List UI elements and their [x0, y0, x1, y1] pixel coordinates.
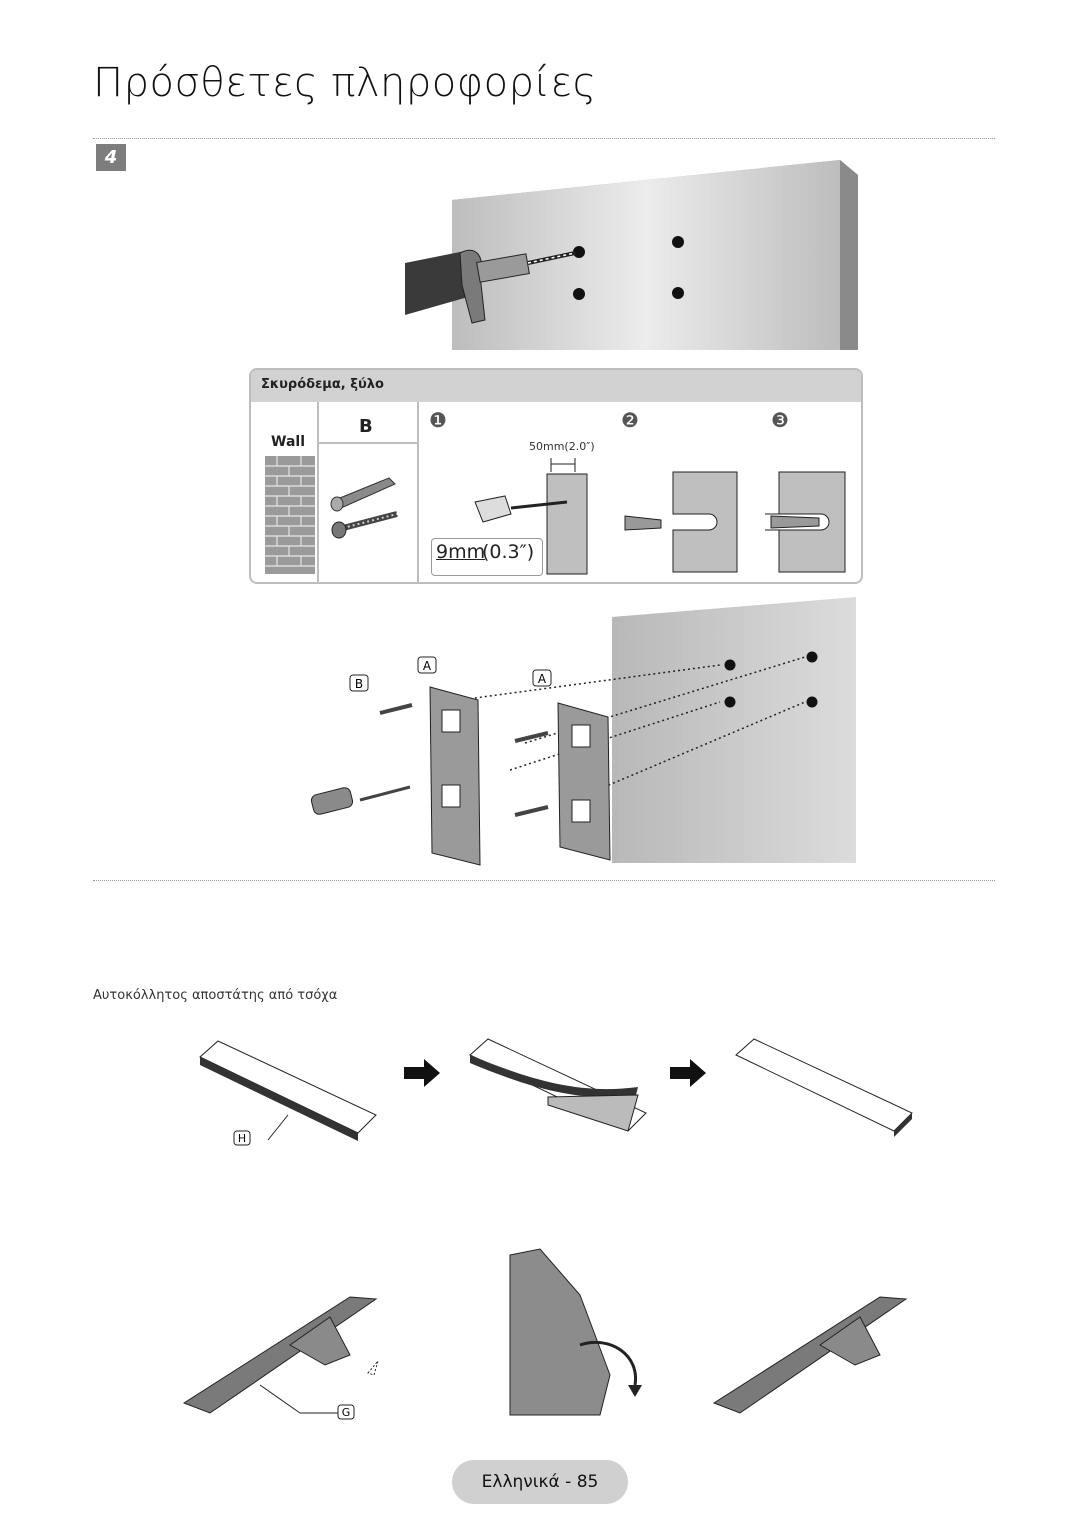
step-2-marker: ❷ — [621, 408, 639, 432]
felt-spacer-steps-illustration: H — [199, 1038, 913, 1146]
bottom-divider — [93, 880, 995, 881]
drill-depth-icon — [474, 458, 588, 575]
page-number-pill: Ελληνικά - 85 — [452, 1460, 628, 1504]
drill-size-mm: 9mm — [436, 541, 486, 563]
label-a-left: A — [423, 659, 432, 673]
label-b: B — [355, 677, 363, 691]
felt-spacer-caption: Αυτοκόλλητος αποστάτης από τσόχα — [93, 988, 338, 1003]
brick-wall-icon — [265, 456, 315, 574]
anchor-table-header: Σκυρόδεμα, ξύλο — [251, 370, 861, 402]
drill-wall-illustration — [405, 160, 858, 350]
wall-label: Wall — [271, 434, 305, 450]
bracket-mount-illustration: A A B — [310, 597, 856, 866]
seated-anchor-icon — [765, 471, 846, 573]
anchor-table: Σκυρόδεμα, ξύλο Wall B ❶ ❷ ❸ 50mm(2.0″) … — [249, 368, 863, 584]
stand-felt-illustration: G — [182, 1248, 908, 1420]
depth-label: 50mm(2.0″) — [529, 440, 595, 453]
step-number-badge: 4 — [96, 144, 126, 171]
top-divider — [93, 138, 995, 139]
label-g: G — [342, 1406, 351, 1419]
drill-size-inch: (0.3″) — [482, 541, 535, 563]
anchor-and-screw-icon — [330, 477, 398, 539]
part-b-label: B — [359, 416, 373, 437]
material-label: Σκυρόδεμα, ξύλο — [261, 377, 384, 392]
label-a-right: A — [538, 672, 547, 686]
step-1-marker: ❶ — [429, 408, 447, 432]
drill-size-box: 9mm (0.3″) — [431, 538, 543, 576]
step-3-marker: ❸ — [771, 408, 789, 432]
label-h: H — [238, 1132, 246, 1145]
page-title: Πρόσθετες πληροφορίες — [93, 60, 597, 106]
insert-anchor-icon — [624, 471, 738, 573]
